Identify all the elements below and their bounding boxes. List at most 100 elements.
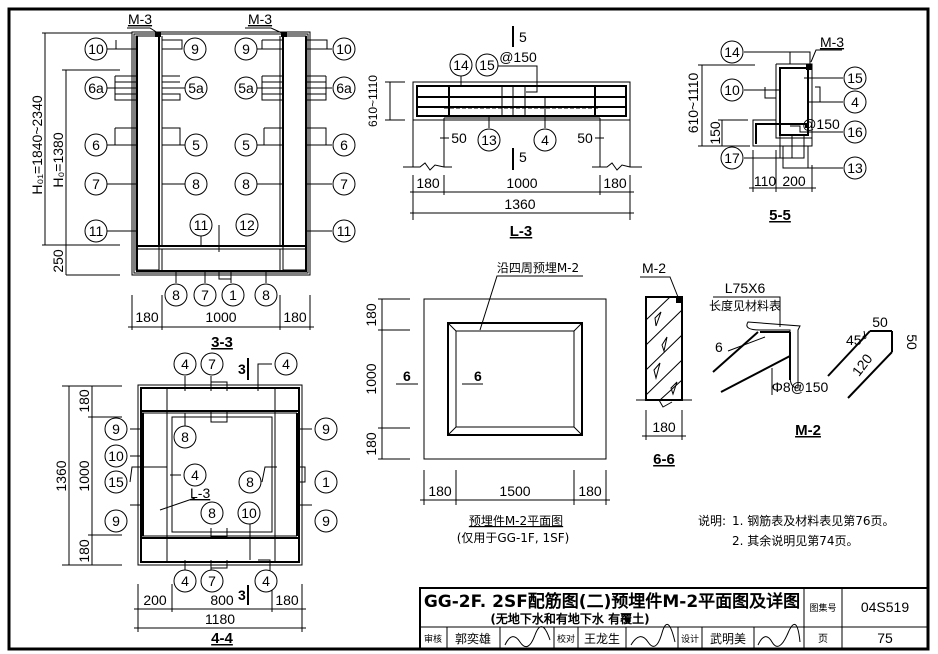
callout-bubble	[720, 40, 744, 64]
callout-bubble	[843, 90, 867, 114]
callout-number: 8	[262, 287, 270, 303]
view-5-5: 610~1110 150 110 200 M-3 @150 5-5	[685, 34, 844, 224]
callout-number: 4	[262, 573, 270, 589]
view-m2-detail: L75X6 长度见材料表 6 Φ8@150 45° 50 50 120 M-2	[709, 280, 920, 439]
callout-number: 9	[112, 421, 120, 437]
view-l-3: 5 5 @150 610~1110 50 50 180 1000 180 136…	[366, 26, 642, 240]
callout-bubble	[104, 444, 128, 468]
callout-number: 9	[322, 421, 330, 437]
dim-total: 1360	[504, 196, 535, 212]
view-title-m2: M-2	[795, 422, 821, 439]
callout-bubble	[184, 76, 208, 100]
callout-number: 17	[724, 150, 740, 166]
page-number: 75	[877, 630, 893, 646]
callout-number: 8	[192, 176, 200, 192]
section-mark-5: 5	[519, 149, 527, 165]
dim-50: 50	[904, 334, 920, 350]
dim-180: 180	[363, 303, 379, 327]
callout-bubble	[254, 569, 278, 593]
dim-110: 110	[754, 173, 777, 189]
callout-bubble	[843, 156, 867, 180]
weld-size: 6	[715, 339, 723, 355]
callout-number: 7	[201, 287, 209, 303]
callout-number: 13	[847, 160, 863, 176]
m2-note: 沿四周预埋M-2	[497, 261, 579, 275]
callout-bubble	[173, 352, 197, 376]
page-label: 页	[818, 633, 828, 645]
callout-number: 5a	[188, 80, 204, 96]
callout-number: 6	[92, 137, 100, 153]
callout-number: 4	[541, 132, 549, 148]
designer-signature	[757, 623, 801, 647]
callout-bubble	[200, 569, 224, 593]
callout-bubble	[533, 128, 557, 152]
callout-bubble	[314, 470, 338, 494]
dim-200: 200	[143, 592, 167, 608]
dim-800: 800	[210, 592, 234, 608]
callout-number: 14	[724, 44, 740, 60]
notes: 说明: 1. 钢筋表及材料表见第76页。 2. 其余说明见第74页。	[698, 513, 895, 548]
callout-number: 4	[181, 573, 189, 589]
callout-bubble	[332, 37, 356, 61]
dim-610-1110: 610~1110	[685, 72, 701, 133]
callout-bubble	[314, 509, 338, 533]
checker-name: 王龙生	[584, 632, 620, 646]
callout-number: 10	[336, 41, 352, 57]
dim-text: 180	[416, 175, 440, 191]
callout-bubble	[164, 283, 188, 307]
dim-text: 180	[603, 175, 627, 191]
callout-number: 11	[89, 223, 104, 239]
dim-180: 180	[578, 483, 602, 499]
callout-number: 7	[208, 356, 216, 372]
callout-bubble	[193, 283, 217, 307]
callout-bubble	[234, 172, 258, 196]
callout-bubble	[173, 425, 197, 449]
callout-bubble	[477, 128, 501, 152]
view-title-l-3: L-3	[510, 223, 533, 240]
m2-plan-subtitle: (仅用于GG-1F, 1SF)	[457, 531, 570, 545]
callout-number: 9	[322, 513, 330, 529]
dim-h0: H₀=1380	[50, 132, 66, 187]
callout-number: 15	[847, 70, 863, 86]
callout-bubble	[314, 417, 338, 441]
spacing-label: @150	[499, 49, 537, 65]
callout-bubble	[104, 470, 128, 494]
callout-number: 10	[724, 82, 740, 98]
callout-number: 5	[192, 137, 200, 153]
view-6-6: M-2 180 6-6	[636, 260, 692, 468]
dim-1500: 1500	[499, 483, 530, 499]
spacing-label: @150	[802, 116, 840, 132]
callout-number: 4	[851, 94, 859, 110]
callout-number: 7	[208, 573, 216, 589]
callout-bubble	[221, 283, 245, 307]
view-m2-plan: 沿四周预埋M-2 6 6 180 1000 180 180 1500 180 预…	[363, 261, 610, 545]
m3-label: M-3	[128, 11, 152, 27]
callout-number: 8	[181, 429, 189, 445]
callout-bubble	[720, 146, 744, 170]
callout-number: 11	[337, 223, 352, 239]
section-mark-3: 3	[238, 587, 246, 603]
dim-250: 250	[50, 249, 66, 273]
callout-bubble	[843, 120, 867, 144]
dim-text: 1000	[205, 309, 236, 325]
section-mark-5: 5	[519, 29, 527, 45]
callout-bubble	[183, 463, 207, 487]
beam-label-l3: L-3	[190, 485, 210, 501]
m3-label: M-3	[820, 34, 844, 50]
sheet-border	[7, 7, 930, 651]
angle-degrees: 45°	[846, 332, 867, 348]
callout-number: 9	[191, 41, 199, 57]
callout-bubble	[173, 569, 197, 593]
drawing-subtitle: (无地下水和有地下水 有覆土)	[490, 611, 649, 626]
note-item: 1. 钢筋表及材料表见第76页。	[732, 513, 895, 528]
drawing-title: GG-2F. 2SF配筋图(二)预埋件M-2平面图及详图	[424, 591, 800, 612]
callout-bubble	[254, 283, 278, 307]
reviewer-signature	[504, 626, 551, 648]
dim-200: 200	[782, 173, 806, 189]
dim-text: 1000	[506, 175, 537, 191]
dim-610-1110: 610~1110	[366, 75, 380, 127]
dim-h01: H₀₁=1840~2340	[29, 95, 45, 194]
callout-number: 14	[453, 57, 469, 73]
callout-number: 8	[246, 474, 254, 490]
